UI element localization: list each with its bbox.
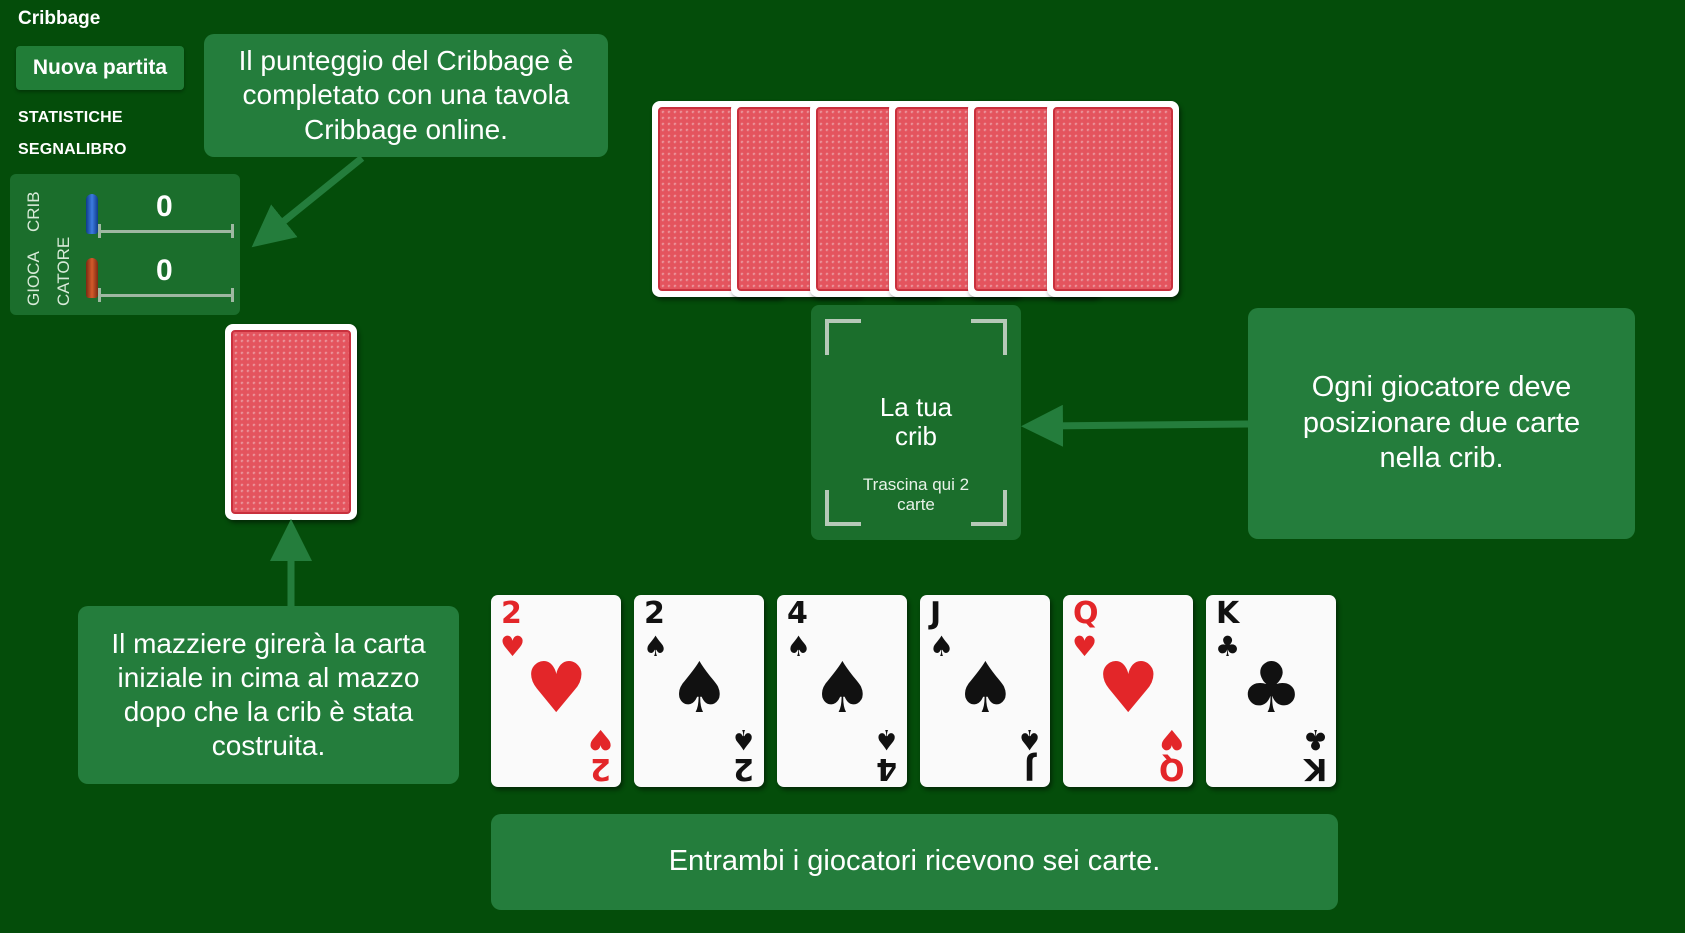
card-suit-icon: ♠ [786, 630, 812, 663]
player-label-line1: GIOCA [24, 251, 43, 306]
player-card[interactable]: K♣♣K♣ [1206, 595, 1336, 787]
card-suit-icon: ♠ [929, 630, 955, 663]
card-suit-icon: ♥ [500, 630, 526, 663]
card-rank: K [1216, 596, 1240, 631]
card-rank: 2 [590, 751, 611, 786]
player-card[interactable]: 4♠♠4♠ [777, 595, 907, 787]
card-rank: K [1303, 751, 1328, 786]
crib-arrow-icon [1021, 404, 1249, 447]
card-suit-icon: ♠ [873, 723, 899, 756]
player-card[interactable]: J♠♠J♠ [920, 595, 1050, 787]
statistics-link[interactable]: STATISTICHE [18, 109, 123, 126]
card-rank: Q [1073, 596, 1099, 631]
card-suit-icon: ♣ [1215, 630, 1241, 663]
crib-score-track [98, 224, 234, 238]
card-corner: 2♠ [730, 723, 756, 786]
card-rank: 2 [644, 596, 665, 631]
card-suit-icon: ♥ [587, 723, 613, 756]
card-rank: 4 [876, 751, 897, 786]
player-score: 0 [156, 254, 173, 287]
crib-drop-zone[interactable]: La tua crib Trascina qui 2 carte [811, 305, 1021, 540]
opponent-card [1047, 101, 1179, 297]
card-suit-icon: ♠ [811, 647, 874, 729]
card-rank: 4 [787, 596, 808, 631]
player-score-track [98, 288, 234, 302]
card-suit-icon: ♥ [1072, 630, 1098, 663]
card-corner: 2♥ [587, 723, 613, 786]
card-corner: 4♠ [873, 723, 899, 786]
crib-title: La tua crib [879, 392, 953, 451]
card-rank: 2 [501, 596, 522, 631]
card-suit-icon: ♠ [730, 723, 756, 756]
crib-label: CRIB [24, 191, 43, 232]
card-suit-icon: ♣ [1240, 647, 1303, 729]
card-suit-icon: ♠ [954, 647, 1017, 729]
player-card[interactable]: 2♥♥2♥ [491, 595, 621, 787]
card-rank: 2 [733, 751, 754, 786]
crib-hint: Trascina qui 2 carte [862, 475, 970, 515]
hand-callout: Entrambi i giocatori ricevono sei carte. [491, 814, 1338, 910]
card-suit-icon: ♠ [643, 630, 669, 663]
card-suit-icon: ♥ [1159, 723, 1185, 756]
player-peg-icon [86, 258, 98, 298]
card-corner: J♠ [1016, 723, 1042, 786]
scoreboard: CRIB GIOCA CATORE 0 0 [10, 174, 240, 315]
player-card[interactable]: 2♠♠2♠ [634, 595, 764, 787]
drop-corner [971, 319, 1007, 355]
card-suit-icon: ♥ [1097, 647, 1160, 729]
crib-peg-icon [86, 194, 98, 234]
app-title: Cribbage [18, 8, 101, 29]
drop-corner [825, 319, 861, 355]
new-game-button[interactable]: Nuova partita [16, 46, 184, 90]
deck-callout: Il mazziere girerà la carta iniziale in … [78, 606, 459, 784]
card-suit-icon: ♠ [668, 647, 731, 729]
player-card[interactable]: Q♥♥Q♥ [1063, 595, 1193, 787]
card-corner: K♣ [1302, 723, 1328, 786]
card-rank: J [1023, 751, 1036, 786]
card-rank: Q [1159, 751, 1185, 786]
card-suit-icon: ♣ [1302, 723, 1328, 756]
drop-corner [971, 490, 1007, 526]
scoreboard-arrow-icon [251, 155, 365, 248]
bookmark-link[interactable]: SEGNALIBRO [18, 141, 127, 158]
deck[interactable] [225, 324, 357, 520]
crib-score: 0 [156, 190, 173, 223]
drop-corner [825, 490, 861, 526]
card-rank: J [930, 596, 942, 631]
card-corner: Q♥ [1159, 723, 1185, 786]
card-suit-icon: ♠ [1016, 723, 1042, 756]
player-label-line2: CATORE [54, 236, 73, 306]
crib-callout: Ogni giocatore deve posizionare due cart… [1248, 308, 1635, 539]
card-suit-icon: ♥ [525, 647, 588, 729]
scoreboard-callout: Il punteggio del Cribbage è completato c… [204, 34, 608, 157]
